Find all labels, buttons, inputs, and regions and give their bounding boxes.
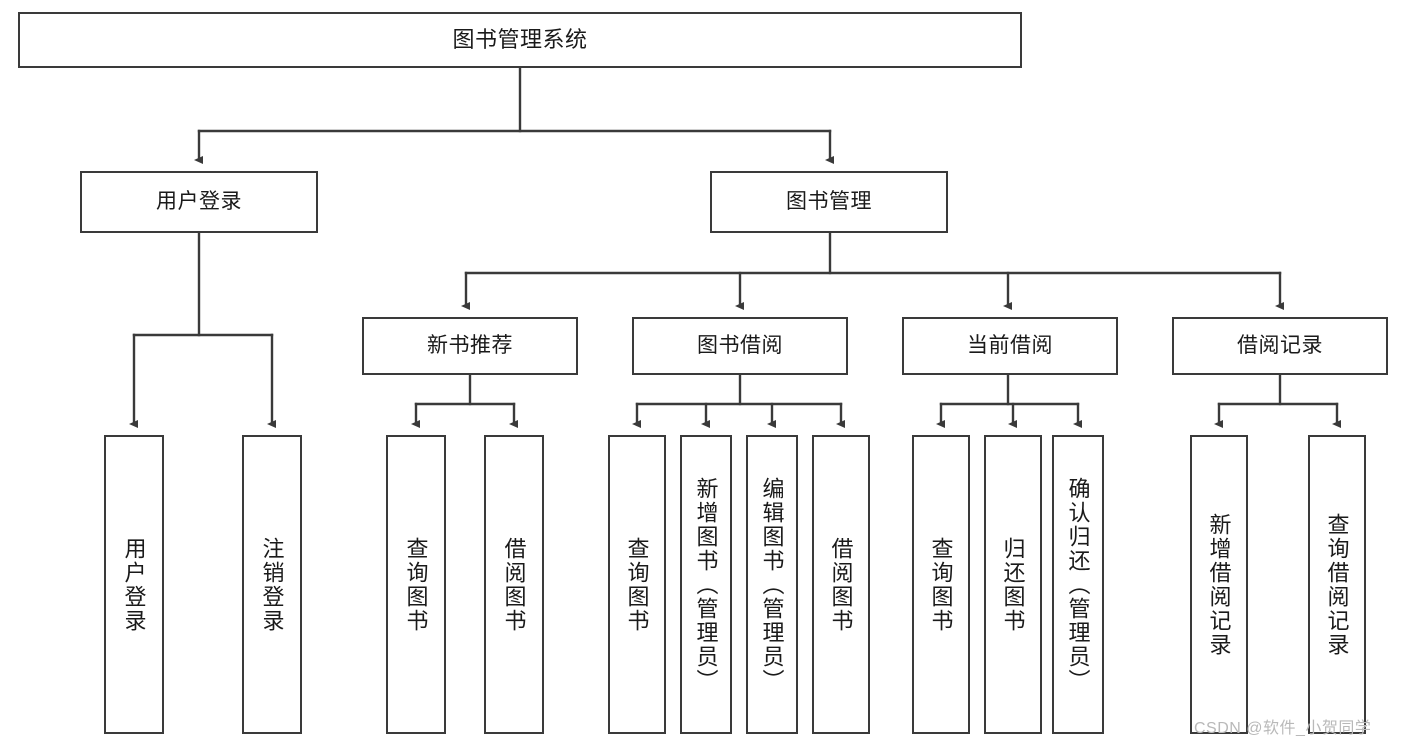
node-label: 查询图书 [624,536,650,633]
node-label: 用户登录 [121,536,147,633]
node-label: 新书推荐 [427,333,513,357]
leaf-node-add-borrow-record[interactable]: 新增借阅记录 [1190,435,1248,734]
leaf-node-logout[interactable]: 注销登录 [242,435,302,734]
node-label: 当前借阅 [967,333,1053,357]
node-label: 注销登录 [259,536,285,633]
leaf-node-query-books-current[interactable]: 查询图书 [912,435,970,734]
leaf-node-borrow-books-newbook[interactable]: 借阅图书 [484,435,544,734]
leaf-node-query-books-newbook[interactable]: 查询图书 [386,435,446,734]
node-user-login[interactable]: 用户登录 [80,171,318,233]
node-label: 编辑图书（管理员） [759,476,785,693]
leaf-node-edit-book-admin[interactable]: 编辑图书（管理员） [746,435,798,734]
leaf-node-query-borrow-record[interactable]: 查询借阅记录 [1308,435,1366,734]
node-label: 图书管理系统 [452,27,588,53]
node-label: 归还图书 [1000,536,1026,633]
node-new-book-recommendation[interactable]: 新书推荐 [362,317,578,375]
node-label: 借阅图书 [501,536,527,633]
node-label: 图书管理 [786,189,872,213]
leaf-node-return-books[interactable]: 归还图书 [984,435,1042,734]
node-label: 查询图书 [403,536,429,633]
node-label: 借阅图书 [828,536,854,633]
leaf-node-borrow-books[interactable]: 借阅图书 [812,435,870,734]
leaf-node-confirm-return-admin[interactable]: 确认归还（管理员） [1052,435,1104,734]
node-root-book-management-system[interactable]: 图书管理系统 [18,12,1022,68]
node-label: 新增借阅记录 [1206,512,1232,657]
node-label: 查询借阅记录 [1324,512,1350,657]
node-label: 图书借阅 [697,333,783,357]
leaf-node-query-books-borrow[interactable]: 查询图书 [608,435,666,734]
node-label: 确认归还（管理员） [1065,476,1091,693]
node-borrow-record[interactable]: 借阅记录 [1172,317,1388,375]
node-book-management[interactable]: 图书管理 [710,171,948,233]
node-label: 新增图书（管理员） [693,476,719,693]
node-label: 查询图书 [928,536,954,633]
node-book-borrow[interactable]: 图书借阅 [632,317,848,375]
node-current-borrow[interactable]: 当前借阅 [902,317,1118,375]
node-label: 借阅记录 [1237,333,1323,357]
leaf-node-add-book-admin[interactable]: 新增图书（管理员） [680,435,732,734]
leaf-node-user-login[interactable]: 用户登录 [104,435,164,734]
node-label: 用户登录 [156,189,242,213]
